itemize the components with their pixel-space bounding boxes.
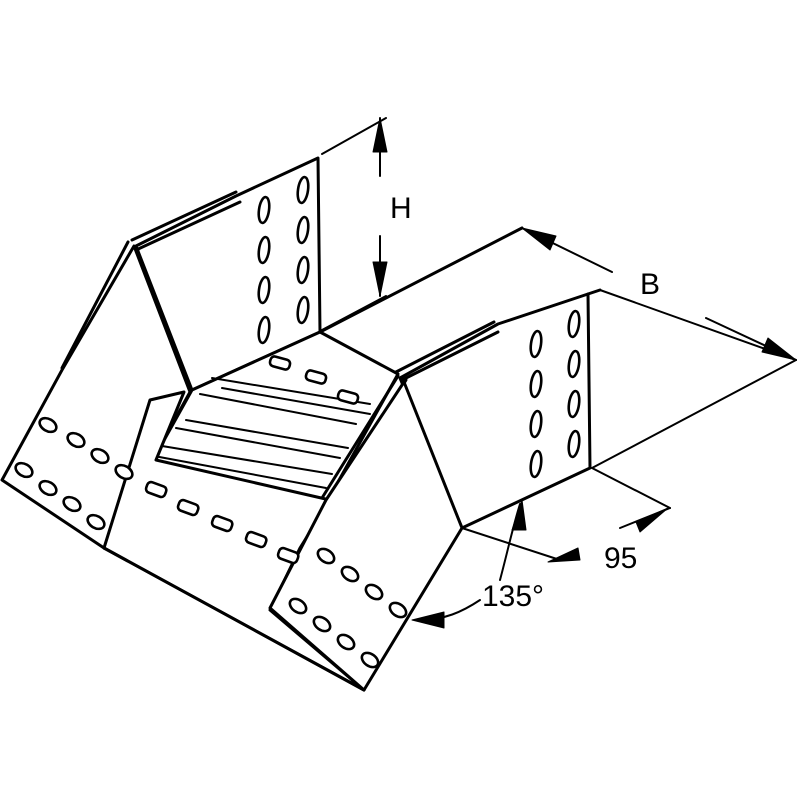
right-plate-slots xyxy=(288,547,408,669)
angle-dimension: 135° xyxy=(411,499,544,629)
arrow-right xyxy=(761,337,797,361)
slot xyxy=(276,546,300,565)
slot xyxy=(144,480,168,499)
right-upright-plate xyxy=(398,292,592,530)
slot xyxy=(529,329,543,359)
slot xyxy=(567,309,581,339)
slot xyxy=(268,355,292,371)
slot xyxy=(244,530,268,549)
rear-upright-slots xyxy=(257,175,310,345)
height-dimension: H xyxy=(321,117,412,331)
slot xyxy=(14,461,34,479)
left-plate-slots xyxy=(14,416,134,531)
arrow-angle-top xyxy=(511,499,527,531)
slot xyxy=(86,513,106,531)
floor-slots xyxy=(144,355,360,565)
slot xyxy=(529,449,543,479)
right-upright-slots xyxy=(529,309,581,479)
arrow-flange-right xyxy=(635,507,669,533)
slot xyxy=(296,255,310,285)
slot xyxy=(257,275,271,305)
slot xyxy=(257,315,271,345)
slot xyxy=(296,295,310,325)
slot xyxy=(176,498,200,517)
slot xyxy=(304,369,328,385)
slot xyxy=(257,195,271,225)
slot xyxy=(360,651,380,669)
slot xyxy=(340,565,360,583)
slot xyxy=(567,349,581,379)
arrow-left xyxy=(521,227,557,251)
height-label: H xyxy=(390,192,412,225)
slot xyxy=(388,601,408,619)
slot xyxy=(336,389,360,405)
arrow-up xyxy=(372,117,388,153)
slot xyxy=(336,633,356,651)
angle-label: 135° xyxy=(482,580,544,613)
arrow-down xyxy=(372,261,388,297)
slot xyxy=(288,597,308,615)
flange-label: 95 xyxy=(604,542,637,575)
slot xyxy=(312,615,332,633)
width-label: B xyxy=(640,268,660,301)
slot xyxy=(529,409,543,439)
outer-right-plate xyxy=(268,380,464,692)
slot xyxy=(62,495,82,513)
slot xyxy=(38,479,58,497)
slot xyxy=(316,547,336,565)
slot xyxy=(90,447,110,465)
slot xyxy=(114,463,134,481)
right-side-wall xyxy=(268,226,602,692)
slot xyxy=(296,215,310,245)
slot xyxy=(567,429,581,459)
slot xyxy=(567,389,581,419)
slot xyxy=(66,431,86,449)
slot xyxy=(210,514,234,533)
slot xyxy=(38,416,58,434)
slot xyxy=(364,583,384,601)
flange-dimension: 95 xyxy=(461,467,671,575)
slot xyxy=(529,369,543,399)
slot xyxy=(296,175,310,205)
slot xyxy=(257,235,271,265)
arrow-flange-left xyxy=(547,547,581,563)
arrow-angle-left xyxy=(411,611,445,629)
width-dimension: B xyxy=(521,227,797,469)
